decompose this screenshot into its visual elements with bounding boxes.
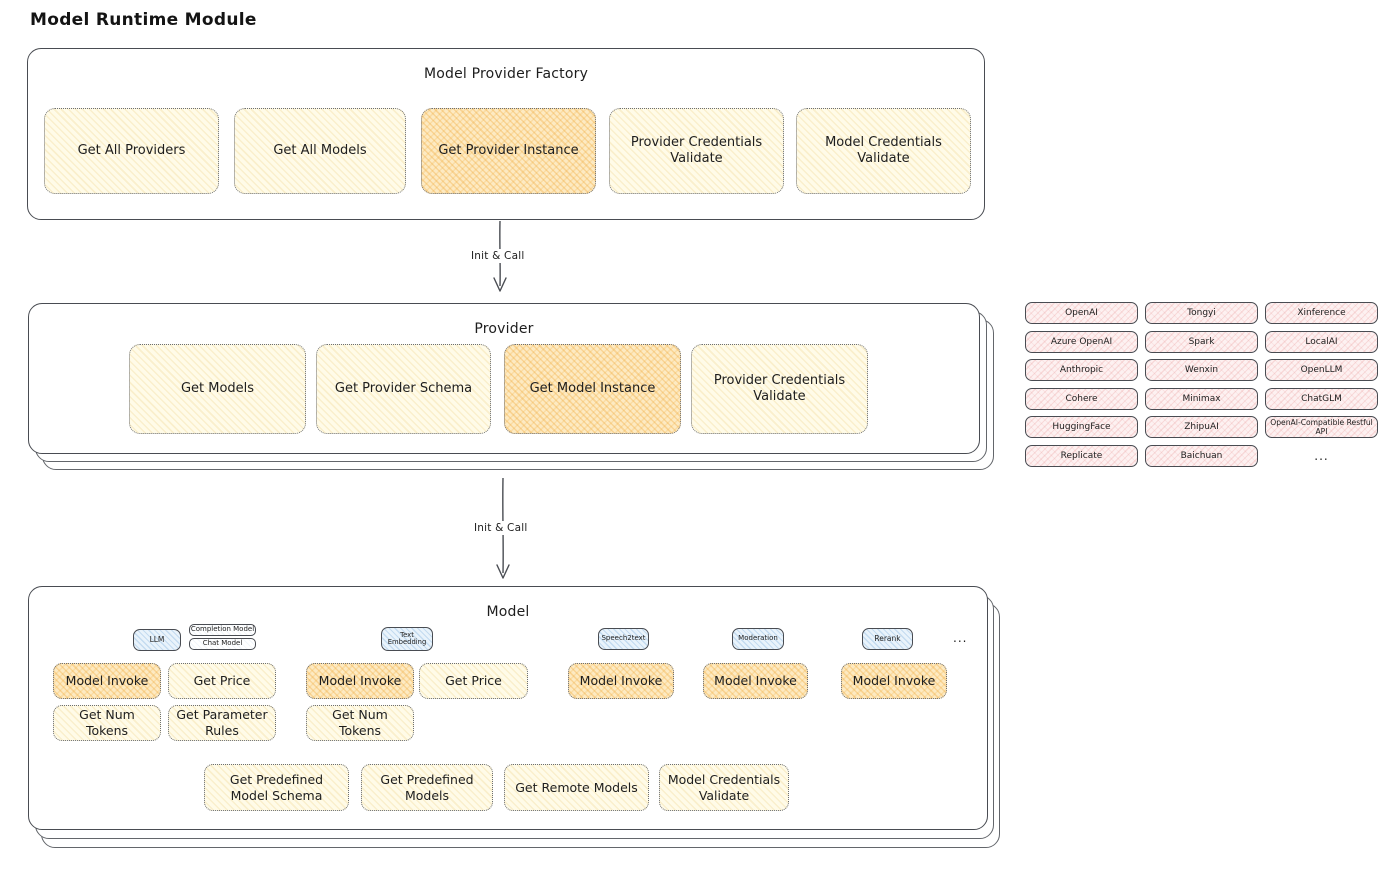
text-embedding-get-price: Get Price — [419, 663, 528, 699]
provider-spark: Spark — [1145, 330, 1258, 353]
llm-get-num-tokens: Get Num Tokens — [53, 705, 161, 741]
provider-zhipuai: ZhipuAI — [1145, 416, 1258, 438]
provider-tongyi: Tongyi — [1145, 302, 1258, 324]
provider-azure-openai: Azure OpenAI — [1025, 330, 1138, 353]
provider-get-provider-schema: Get Provider Schema — [316, 344, 491, 434]
provider-openai-compatible: OpenAI-Compatible Restful API — [1265, 416, 1378, 438]
provider-openai: OpenAI — [1025, 302, 1138, 324]
text-embedding-model-invoke: Model Invoke — [306, 663, 414, 699]
provider-openllm: OpenLLM — [1265, 359, 1378, 381]
factory-get-all-providers: Get All Providers — [44, 108, 219, 194]
type-chip-moderation: Moderation — [732, 628, 784, 650]
factory-get-all-models: Get All Models — [234, 108, 406, 194]
provider-replicate: Replicate — [1025, 444, 1138, 467]
type-chip-rerank: Rerank — [862, 628, 913, 650]
factory-section-title: Model Provider Factory — [423, 66, 589, 82]
model-section-title: Model — [486, 604, 530, 620]
factory-get-provider-instance: Get Provider Instance — [421, 108, 596, 194]
type-chip-completion-model: Completion Model — [189, 624, 256, 636]
provider-list: OpenAI Tongyi Xinference Azure OpenAI Sp… — [1025, 302, 1378, 467]
model-credentials-validate: Model Credentials Validate — [659, 764, 789, 811]
arrow2-label: Init & Call — [470, 521, 532, 535]
diagram-title: Model Runtime Module — [30, 10, 257, 30]
provider-list-more: ... — [1314, 448, 1329, 463]
arrow1-label: Init & Call — [467, 249, 529, 263]
speech2text-model-invoke: Model Invoke — [568, 663, 674, 699]
rerank-model-invoke: Model Invoke — [841, 663, 947, 699]
llm-model-invoke: Model Invoke — [53, 663, 161, 699]
provider-wenxin: Wenxin — [1145, 359, 1258, 381]
provider-baichuan: Baichuan — [1145, 444, 1258, 467]
type-chip-speech2text: Speech2text — [598, 628, 649, 650]
type-chip-llm: LLM — [133, 629, 181, 651]
provider-section-title: Provider — [474, 321, 534, 337]
provider-huggingface: HuggingFace — [1025, 416, 1138, 438]
get-predefined-models: Get Predefined Models — [361, 764, 493, 811]
provider-get-model-instance: Get Model Instance — [504, 344, 681, 434]
type-chip-chat-model: Chat Model — [189, 638, 256, 650]
get-remote-models: Get Remote Models — [504, 764, 649, 811]
provider-anthropic: Anthropic — [1025, 359, 1138, 381]
moderation-model-invoke: Model Invoke — [703, 663, 808, 699]
provider-xinference: Xinference — [1265, 302, 1378, 324]
type-chip-text-embedding: Text Embedding — [381, 627, 433, 651]
provider-section: Provider Get Models Get Provider Schema … — [28, 303, 980, 454]
provider-get-models: Get Models — [129, 344, 306, 434]
provider-minimax: Minimax — [1145, 387, 1258, 410]
model-section: Model LLM Completion Model Chat Model Te… — [28, 586, 988, 830]
get-predefined-model-schema: Get Predefined Model Schema — [204, 764, 349, 811]
provider-cohere: Cohere — [1025, 387, 1138, 410]
text-embedding-get-num-tokens: Get Num Tokens — [306, 705, 414, 741]
provider-provider-credentials-validate: Provider Credentials Validate — [691, 344, 868, 434]
factory-model-credentials-validate: Model Credentials Validate — [796, 108, 971, 194]
model-types-more: ... — [953, 631, 968, 645]
factory-provider-credentials-validate: Provider Credentials Validate — [609, 108, 784, 194]
llm-get-parameter-rules: Get Parameter Rules — [168, 705, 276, 741]
llm-get-price: Get Price — [168, 663, 276, 699]
factory-section: Model Provider Factory Get All Providers… — [27, 48, 985, 220]
provider-localai: LocalAI — [1265, 330, 1378, 353]
provider-chatglm: ChatGLM — [1265, 387, 1378, 410]
